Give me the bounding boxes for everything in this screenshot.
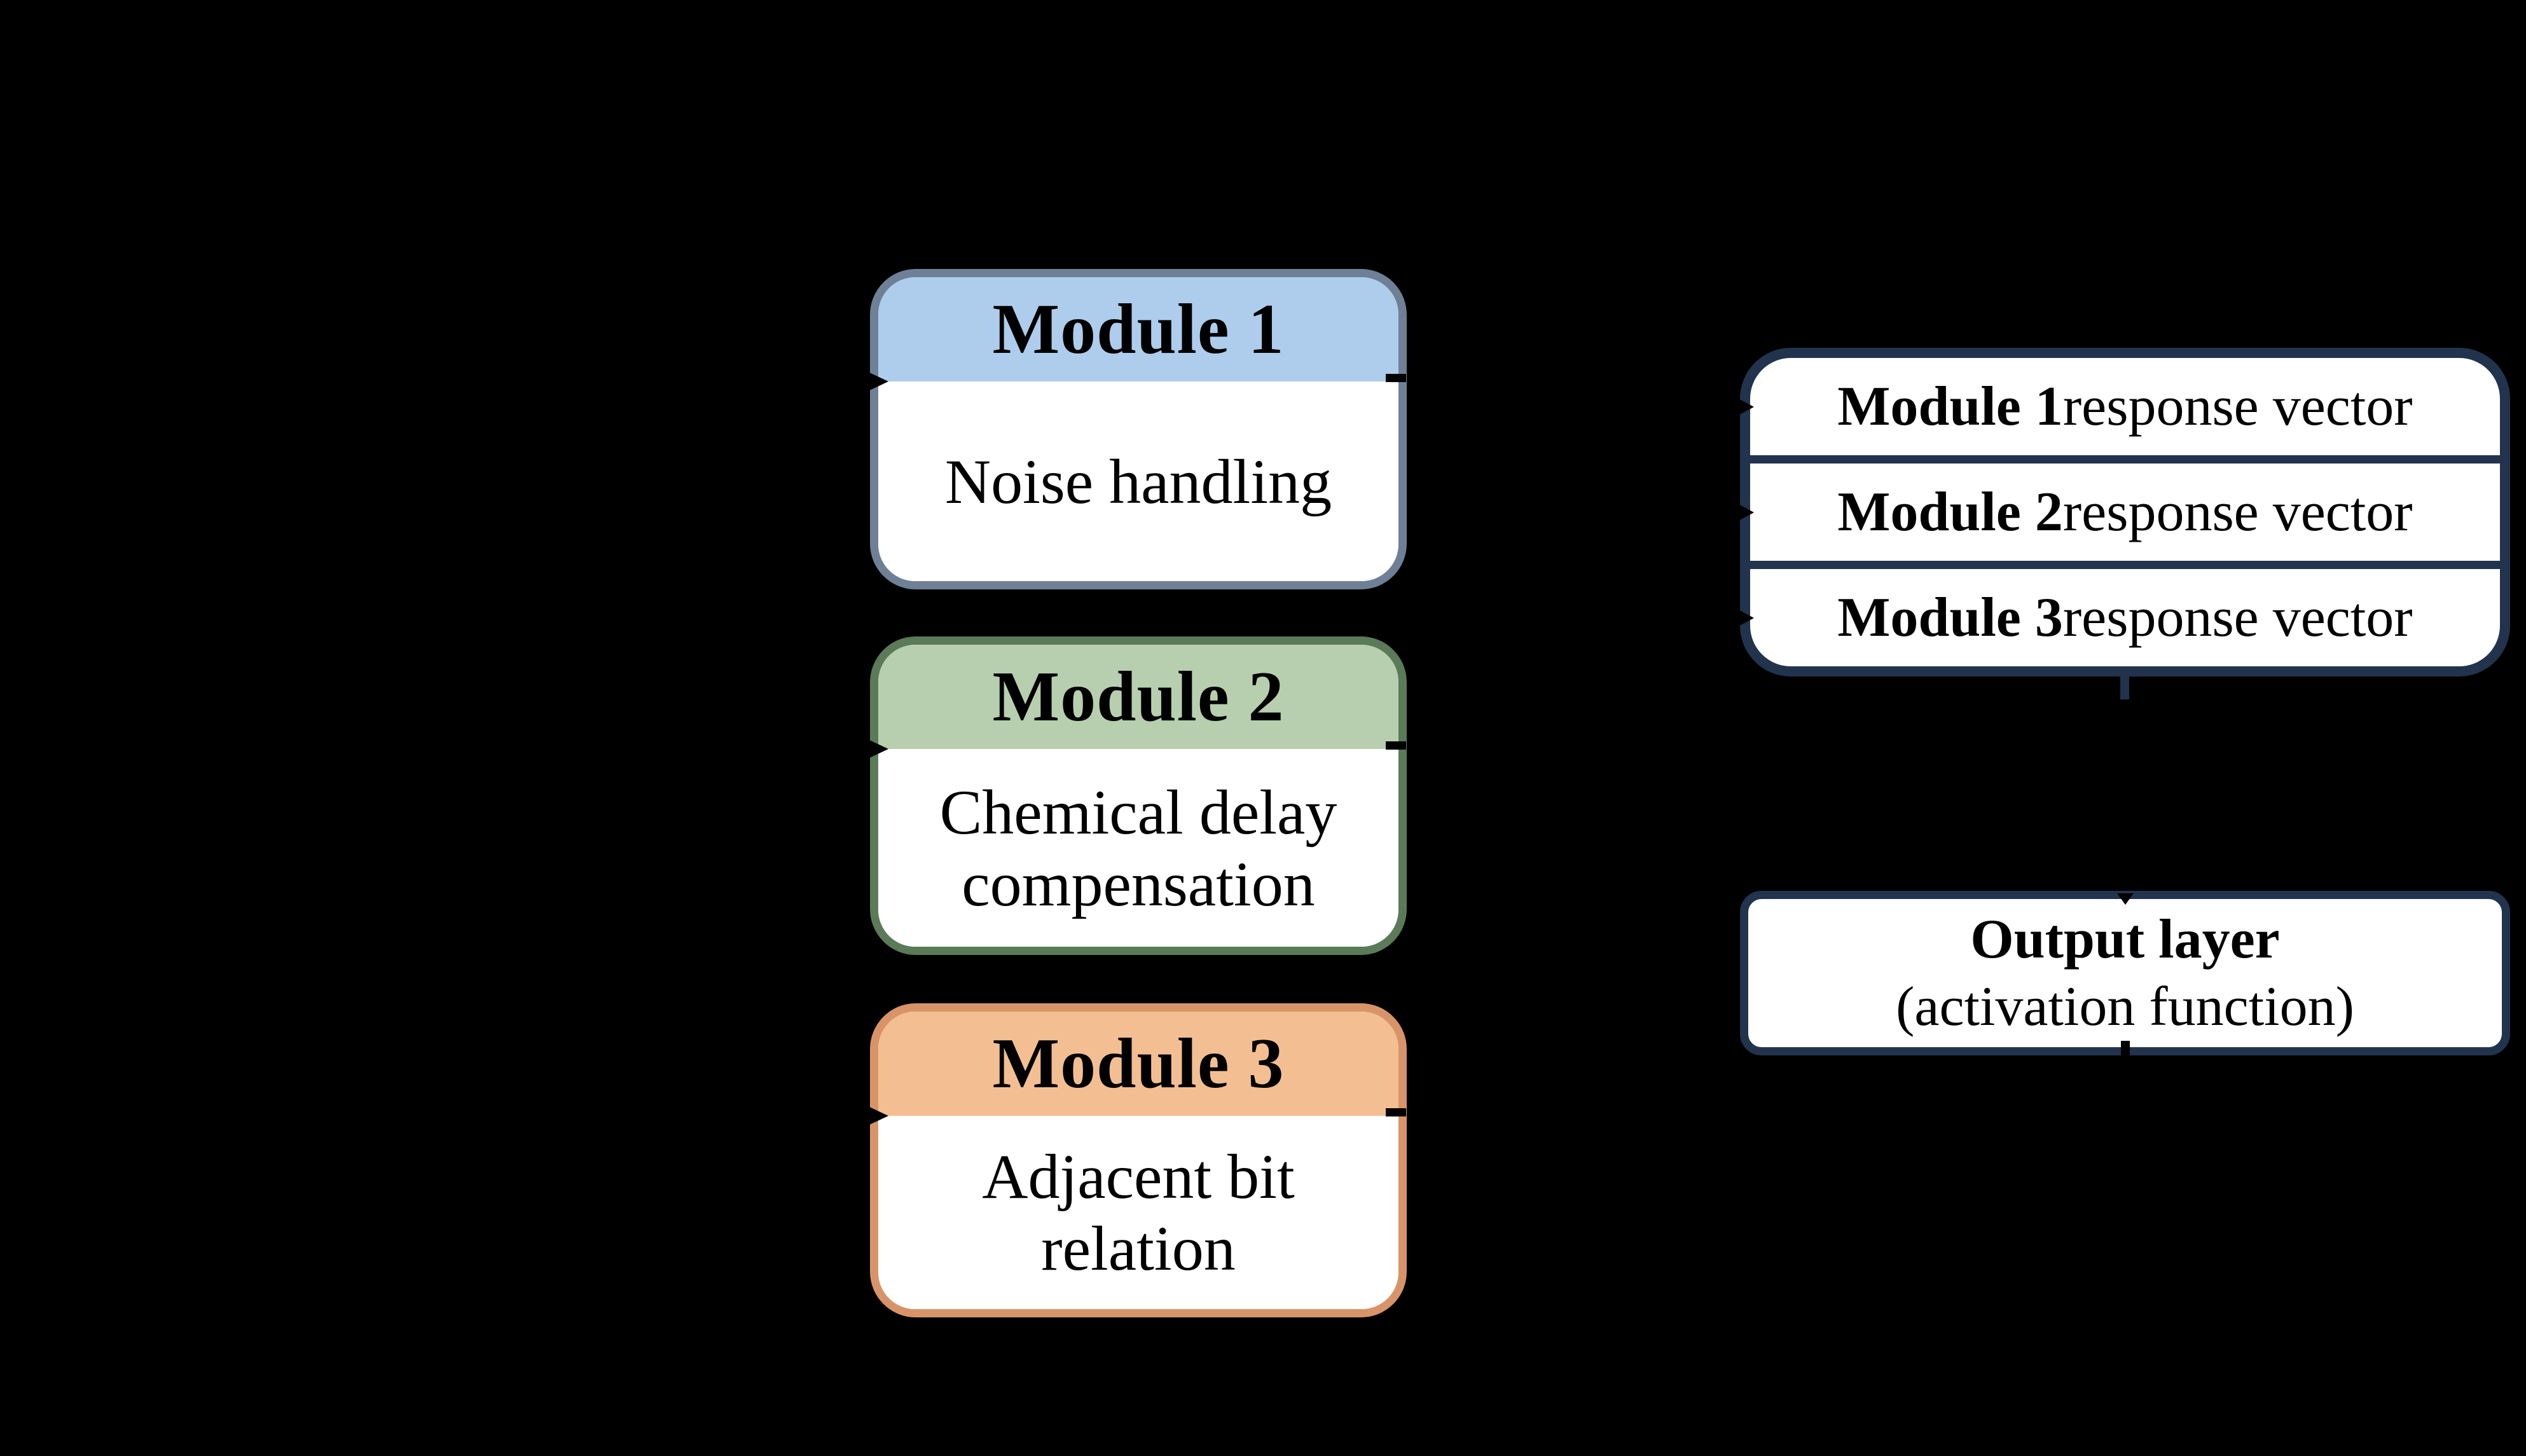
response-row-1: Module 1 response vector — [1736, 358, 2500, 455]
module-1-body: Noise handling — [878, 381, 1398, 581]
output-layer-title: Output layer — [1970, 908, 2280, 970]
arrowhead-mark — [1386, 374, 1406, 382]
response-row-2-module-label: Module 2 — [1837, 481, 2063, 543]
arrowhead-mark — [1736, 397, 1754, 416]
response-row-2-text: response vector — [2062, 481, 2413, 543]
arrowhead-mark — [1386, 1108, 1406, 1116]
response-row-1-text: response vector — [2062, 376, 2413, 437]
module-1-header: Module 1 — [878, 277, 1398, 381]
response-row-3: Module 3 response vector — [1736, 561, 2500, 666]
arrowhead-mark — [2116, 893, 2134, 905]
response-vector-stack: Module 1 response vector Module 2 respon… — [1736, 348, 2510, 676]
arrowhead-mark — [1736, 608, 1754, 628]
arrowhead-mark — [868, 1106, 888, 1125]
arrowhead-mark — [868, 739, 888, 759]
module-1-title: Module 1 — [992, 289, 1285, 369]
arrowhead-mark — [868, 372, 888, 391]
arrowhead-mark — [1386, 741, 1406, 750]
module-3-title: Module 3 — [992, 1024, 1285, 1103]
response-row-1-module-label: Module 1 — [1837, 376, 2063, 437]
arrowhead-mark — [1736, 502, 1754, 522]
module-3-box: Module 3 Adjacent bit relation — [868, 1003, 1407, 1317]
module-2-body-line: compensation — [962, 848, 1315, 919]
module-3-body: Adjacent bit relation — [878, 1116, 1398, 1309]
response-row-2: Module 2 response vector — [1736, 455, 2500, 561]
module-3-header: Module 3 — [878, 1012, 1398, 1116]
module-2-title: Module 2 — [992, 657, 1285, 736]
response-row-3-module-label: Module 3 — [1837, 587, 2063, 649]
output-layer-box: Output layer (activation function) — [1740, 891, 2510, 1059]
module-2-body: Chemical delay compensation — [878, 749, 1398, 947]
output-layer-subtitle: (activation function) — [1896, 975, 2354, 1038]
module-2-body-line: Chemical delay — [939, 776, 1337, 848]
module-2-header: Module 2 — [878, 645, 1398, 749]
connector-stub — [2120, 1041, 2130, 1059]
connector-stub — [2120, 673, 2129, 699]
response-row-3-text: response vector — [2062, 587, 2413, 649]
module-1-box: Module 1 Noise handling — [868, 269, 1407, 589]
module-3-body-line: Adjacent bit — [982, 1141, 1295, 1212]
module-1-body-line: Noise handling — [944, 446, 1332, 517]
module-3-body-line: relation — [1041, 1213, 1236, 1284]
module-2-box: Module 2 Chemical delay compensation — [868, 636, 1407, 955]
